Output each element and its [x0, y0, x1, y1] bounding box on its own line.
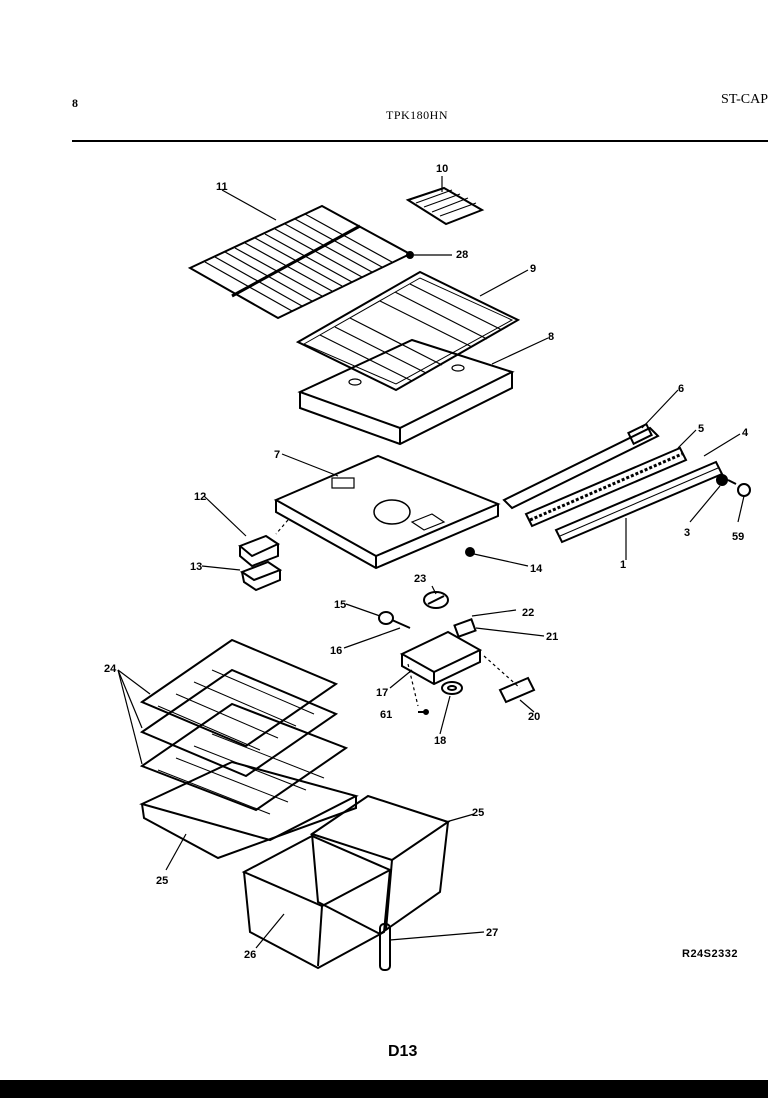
part-rail-5: [524, 446, 688, 528]
part-panel-7: [273, 454, 501, 570]
callout-23: 23: [414, 573, 426, 585]
part-10: [405, 186, 485, 226]
page-code: D13: [388, 1043, 418, 1060]
callout-26: 26: [244, 949, 256, 961]
callout-8: 8: [548, 331, 554, 343]
part-screw-59: [727, 479, 751, 497]
part-cover-20: [498, 676, 536, 704]
part-wire-shelf-11: [187, 204, 413, 320]
callout-18: 18: [434, 735, 446, 747]
callout-17: 17: [376, 687, 388, 699]
callout-14: 14: [530, 563, 543, 575]
part-glass-shelves-24: [139, 638, 349, 815]
callout-25: 25: [472, 807, 484, 819]
callout-61: 61: [380, 709, 392, 721]
callout-11: 11: [216, 181, 228, 193]
page-number: 8: [72, 96, 78, 110]
callout-10: 10: [436, 163, 448, 175]
callout-27: 27: [486, 927, 498, 939]
callout-3: 3: [684, 527, 690, 539]
model-number: TPK180HN: [386, 108, 449, 122]
part-rail-6: [502, 422, 660, 510]
callout-labels: 11 10 28 9 8 6 5 4 7 12 13 14 3 59 1 23 15 22 16 21 24 17 61 18…: [104, 163, 749, 961]
callout-59: 59: [732, 531, 744, 543]
part-screw-61: [418, 709, 429, 715]
callout-4: 4: [742, 427, 749, 439]
callout-6: 6: [678, 383, 684, 395]
callout-15: 15: [334, 599, 346, 611]
part-pan-26: [241, 834, 393, 970]
part-cover-8: [297, 338, 515, 446]
callout-28: 28: [456, 249, 468, 261]
callout-5: 5: [698, 423, 704, 435]
callout-22: 22: [522, 607, 534, 619]
part-shelf-9: [295, 270, 521, 392]
leader-lines: [117, 176, 745, 949]
callout-21: 21: [546, 631, 558, 643]
part-housing-17: [399, 630, 483, 686]
part-27: [379, 923, 391, 971]
callout-1: 1: [620, 559, 626, 571]
part-14: [465, 547, 475, 557]
callout-25: 25: [156, 875, 168, 887]
callout-9: 9: [530, 263, 536, 275]
part-knob-23: [423, 591, 449, 609]
callout-16: 16: [330, 645, 342, 657]
part-bracket-13: [239, 560, 283, 592]
part-screw-3: [716, 474, 728, 486]
brand-header: ST-CAP: [721, 92, 768, 107]
scan-border: [0, 1080, 768, 1098]
part-gasket-18: [441, 681, 463, 695]
callout-24: 24: [104, 663, 117, 675]
part-bracket-12: [238, 534, 281, 568]
header-rule: [72, 140, 768, 142]
callout-12: 12: [194, 491, 206, 503]
callout-13: 13: [190, 561, 202, 573]
part-bulb-15: [378, 611, 411, 629]
part-28: [406, 251, 414, 259]
part-thermostat-21: [453, 618, 477, 638]
reference-code: R24S2332: [682, 948, 738, 960]
callout-7: 7: [274, 449, 280, 461]
callout-20: 20: [528, 711, 540, 723]
